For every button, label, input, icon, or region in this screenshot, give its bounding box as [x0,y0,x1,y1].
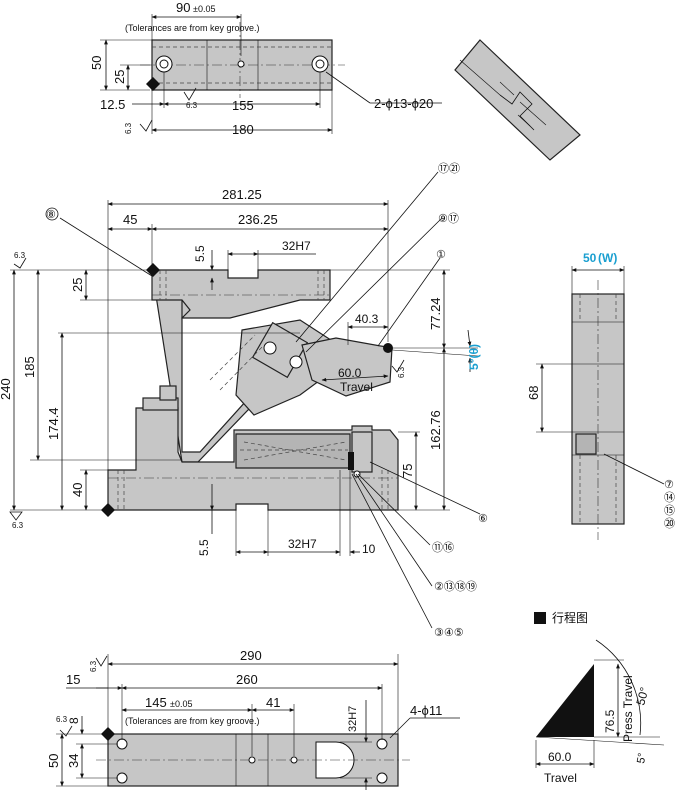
balloon-1: ① [436,249,446,261]
balloon-9-17: ⑨⑰ [438,212,459,225]
rough-front-bottom: 6.3 [12,521,24,530]
dim-32h7-top: 32H7 [282,239,311,253]
detail-body [454,39,581,161]
balloon-11-16: ⑪⑯ [432,541,454,554]
dim-25: 25 [112,70,127,84]
balloon-17-21: ⑰㉑ [438,162,460,175]
dim-60-0-stroke: 60.0 [548,750,572,764]
dim-290: 290 [240,648,262,663]
side-width: 50 [583,251,597,265]
rough-front-top: 6.3 [14,251,26,260]
dim-174-4: 174.4 [46,407,61,440]
dim-10: 10 [362,542,376,556]
balloon-3-4-5: ③④⑤ [434,627,464,639]
detail-view [454,39,581,161]
angle-5: 5° [635,752,649,764]
top-view: 90 ±0.05 (Tolerances are from key groove… [89,0,442,137]
datum-mark-front-top-icon [146,263,160,277]
front-view: 281.25 45 236.25 5.5 32H7 240 6.3 6.3 18… [0,162,488,639]
dim-45: 45 [123,212,137,227]
dim-60-0-front: 60.0 [338,366,362,380]
dim-50-bottom: 50 [46,754,61,768]
dim-5-5-bottom: 5.5 [197,539,211,556]
dim-40: 40 [70,483,85,497]
dim-15: 15 [66,672,80,687]
stroke-diagram: 行程图 76.5 Press Travel 50° 5° 60.0 Travel [534,610,665,785]
stroke-legend: 行程图 [552,610,588,625]
dim-5-5-top: 5.5 [193,245,207,262]
tol-note-bottom: (Tolerances are from key groove.) [125,716,260,726]
rough-slide: 6.3 [397,366,406,378]
dim-90-tol: ±0.05 [193,4,215,14]
dim-34: 34 [66,754,81,768]
rough-bottom-view: 6.3 [89,660,98,672]
rough-bottom-view-2: 6.3 [56,715,68,724]
dim-50: 50 [89,56,104,70]
dim-236-25: 236.25 [238,212,278,227]
dim-260: 260 [236,672,258,687]
dim-155: 155 [232,98,254,113]
hole-callout-top: 2-ϕ13-ϕ20 [374,96,433,111]
travel-label-front: Travel [340,380,373,394]
dim-145-tol: ±0.05 [170,699,192,709]
balloon-15: ⑮ [664,504,675,517]
balloon-14: ⑭ [664,491,675,504]
datum-mark-front-bottom-icon [101,503,115,517]
dim-77-24: 77.24 [428,297,443,330]
stroke-triangle [536,664,594,737]
dim-76-5: 76.5 [603,709,617,733]
dim-32h7-bottom: 32H7 [288,537,317,551]
dim-145: 145 [145,695,167,710]
dim-162-76: 162.76 [428,410,443,450]
side-width-symbol: (W) [598,251,617,265]
datum-mark-icon [146,77,160,91]
dim-75: 75 [400,464,415,478]
dim-185: 185 [22,356,37,378]
travel-label-stroke: Travel [544,771,577,785]
rough-top-view-2: 6.3 [124,122,133,134]
dim-68: 68 [526,386,541,400]
balloon-20: ⑳ [664,517,675,530]
dim-90: 90 [176,0,190,15]
rough-top-view: 6.3 [186,101,198,110]
hole-callout-bottom: 4-ϕ11 [410,703,442,718]
dim-8: 8 [67,717,81,724]
balloon-2-13-18-19: ②⑬⑱⑲ [434,580,477,593]
dim-240: 240 [0,378,13,400]
dim-41: 41 [266,695,280,710]
dim-25-front: 25 [70,278,85,292]
balloon-8: ⑧ [46,209,56,221]
dim-180: 180 [232,122,254,137]
dim-32h7-bottom-view: 32H7 [347,706,359,732]
tol-note: (Tolerances are from key groove.) [125,23,260,33]
press-travel-label: Press Travel [621,675,635,742]
balloon-6: ⑥ [478,513,488,525]
angle-50: 50° [633,685,651,706]
legend-square-icon [534,612,546,624]
reference-point-icon [383,343,393,353]
dim-12-5: 12.5 [100,97,125,112]
dim-281-25: 281.25 [222,187,262,202]
dim-40-3: 40.3 [355,312,379,326]
angle-theta: 5°(θ) [467,344,481,370]
bottom-view: 290 6.3 15 260 145 ±0.05 (Tolerances are… [46,648,460,790]
balloon-7: ⑦ [664,479,674,491]
side-view: 50 (W) 68 ⑦ ⑭ ⑮ ⑳ [526,251,675,540]
